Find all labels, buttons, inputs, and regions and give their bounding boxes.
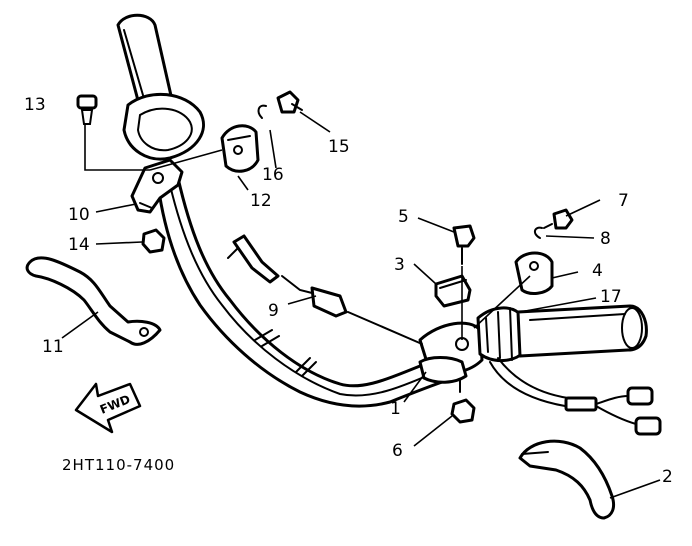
callout-12: 12 bbox=[250, 191, 272, 211]
fwd-arrow-icon: FWD bbox=[74, 382, 142, 434]
nut-14 bbox=[141, 228, 166, 254]
callout-3: 3 bbox=[394, 255, 405, 275]
throttle-grip-17 bbox=[516, 304, 648, 358]
callout-6: 6 bbox=[392, 441, 403, 461]
screw-13 bbox=[76, 94, 98, 125]
holder-1 bbox=[418, 356, 468, 393]
callout-17: 17 bbox=[600, 287, 622, 307]
callout-10: 10 bbox=[68, 205, 90, 225]
callout-14: 14 bbox=[68, 235, 90, 255]
callout-13: 13 bbox=[24, 95, 46, 115]
callout-11: 11 bbox=[42, 337, 64, 357]
callout-5: 5 bbox=[398, 207, 409, 227]
callout-8: 8 bbox=[600, 229, 611, 249]
washer-16 bbox=[257, 104, 267, 119]
clamp-block-3 bbox=[434, 274, 472, 308]
callout-16: 16 bbox=[262, 165, 284, 185]
screw-7 bbox=[543, 208, 574, 230]
left-grip bbox=[116, 13, 205, 161]
screw-15 bbox=[276, 90, 303, 114]
diagram-code: 2HT110-7400 bbox=[62, 456, 175, 474]
clamp-12 bbox=[220, 124, 260, 173]
callout-2: 2 bbox=[662, 467, 673, 487]
callout-7: 7 bbox=[618, 191, 629, 211]
right-wiring bbox=[489, 357, 662, 436]
callout-9: 9 bbox=[268, 301, 279, 321]
clamp-4 bbox=[514, 251, 554, 295]
nut-6 bbox=[450, 398, 476, 424]
washer-8 bbox=[534, 226, 543, 239]
callout-4: 4 bbox=[592, 261, 603, 281]
bolt-5 bbox=[452, 224, 476, 265]
callout-15: 15 bbox=[328, 137, 350, 157]
lever-11 bbox=[25, 256, 162, 346]
callout-1: 1 bbox=[390, 399, 401, 419]
leader-lines bbox=[61, 111, 661, 499]
cable-9 bbox=[227, 234, 423, 345]
lever-2 bbox=[518, 439, 616, 520]
